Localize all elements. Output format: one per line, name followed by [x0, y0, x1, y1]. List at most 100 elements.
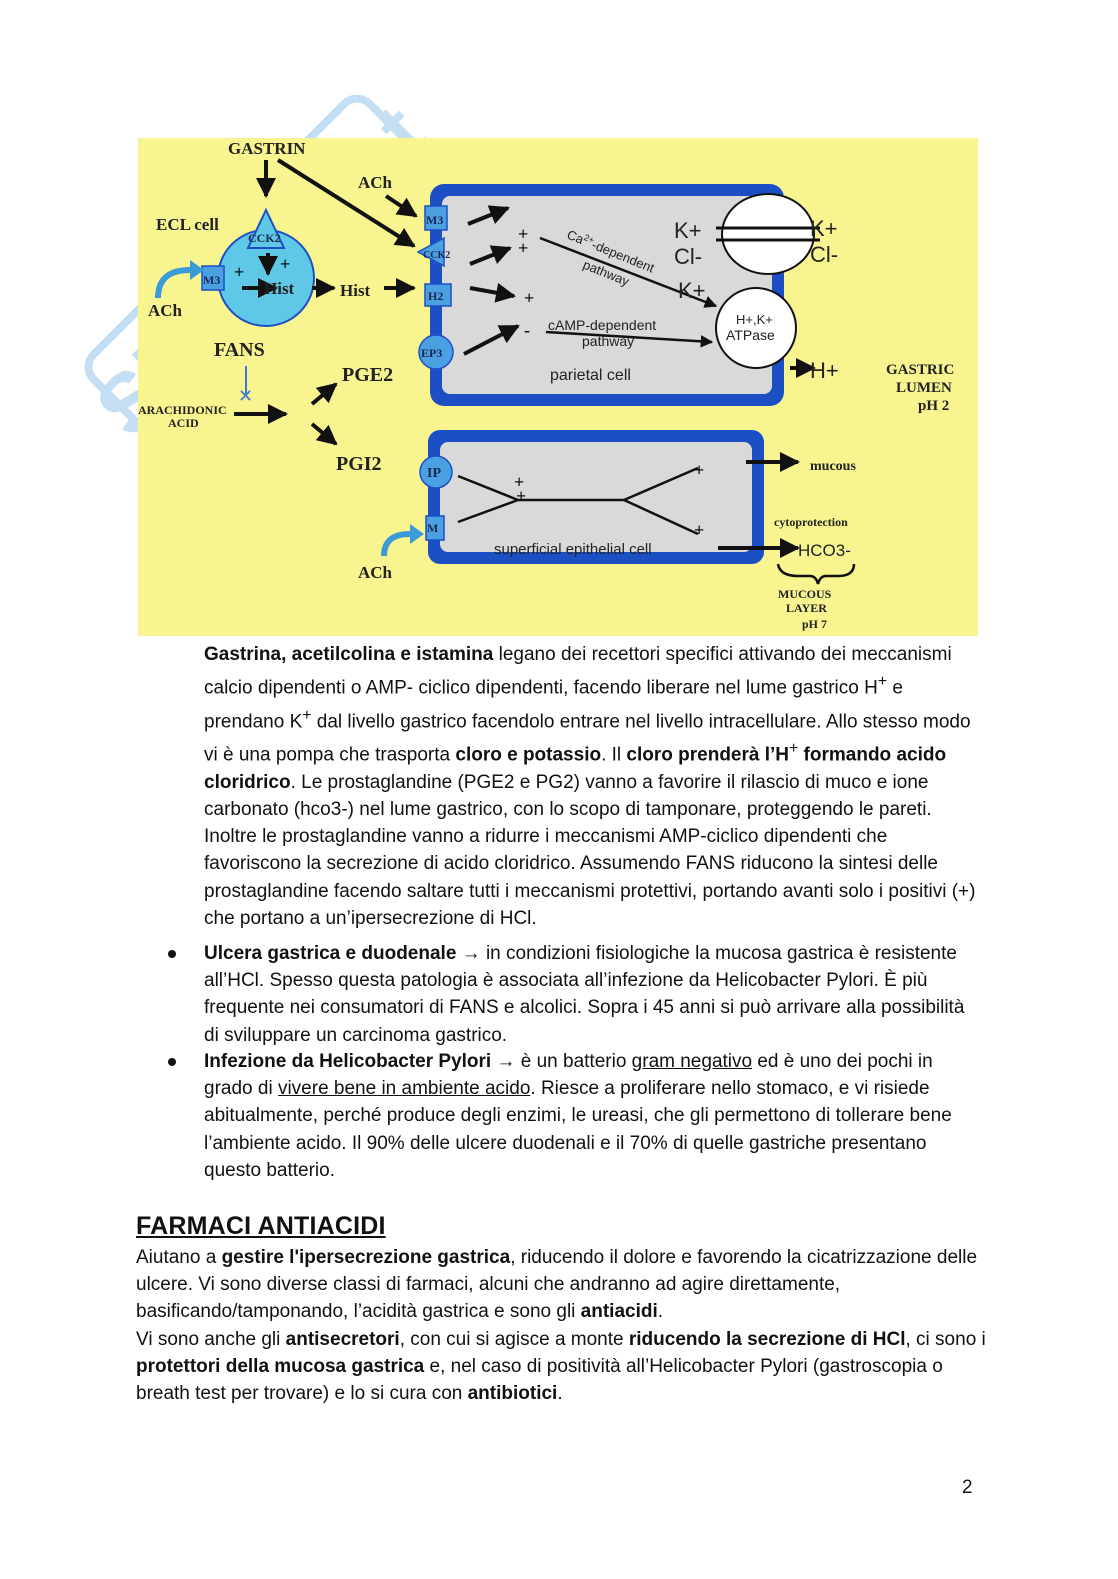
- cck2-receptor: [416, 236, 445, 268]
- label-ach-bottom: ACh: [358, 563, 393, 582]
- text-superscript: +: [789, 740, 799, 758]
- label-camp-pathway: cAMP-dependent: [548, 317, 656, 333]
- label-pge2: PGE2: [342, 364, 393, 386]
- text-bold: riducendo la secrezione di HCl: [628, 1328, 906, 1350]
- atpase-pump: [715, 287, 797, 369]
- text-run: .: [657, 1301, 664, 1323]
- text-bold: antiacidi: [580, 1301, 658, 1323]
- text-underlined: gram negativo: [631, 1051, 753, 1072]
- bullet-text-helicobacter: Infezione da Helicobacter Pylori → è un …: [204, 1048, 984, 1184]
- section-title: FARMACI ANTIACIDI: [136, 1212, 386, 1240]
- label-pgi2: PGI2: [336, 453, 382, 475]
- plus-sign: +: [524, 288, 534, 308]
- text-bold: antisecretori: [285, 1328, 400, 1350]
- label-ach-left: ACh: [148, 301, 183, 320]
- text-run: ed è uno dei pochi in grado di: [204, 1051, 933, 1100]
- label-fans: FANS: [214, 339, 265, 361]
- text-underlined: vivere bene in ambiente acido: [277, 1078, 531, 1100]
- text-bold: Gastrina, acetilcolina e istamina: [204, 644, 494, 665]
- k-cl-channel: [721, 193, 815, 275]
- text-run: → è un batterio: [491, 1051, 632, 1072]
- text-run: .: [557, 1383, 563, 1405]
- label-cytoprotection: cytoprotection: [774, 515, 848, 529]
- section-paragraph: Aiutano a gestire l'ipersecrezione gastr…: [136, 1244, 996, 1407]
- m3-receptor-ecl: [201, 265, 225, 291]
- plus-sign: +: [234, 262, 244, 282]
- text-run: . Le prostaglandine (PGE2 e PG2) vanno a…: [204, 771, 976, 929]
- label-hist-inner: Hist: [264, 279, 295, 298]
- label-m3-receptor: M3: [426, 213, 443, 227]
- plus-sign: +: [516, 486, 526, 506]
- text-bold: gestire l'ipersecrezione gastrica: [221, 1247, 511, 1268]
- label-ach-top: ACh: [358, 173, 393, 192]
- text-bold: Ulcera gastrica e duodenale: [204, 943, 457, 964]
- label-atpase-1: H+,K+: [736, 312, 773, 327]
- label-superficial-cell: superficial epithelial cell: [494, 541, 652, 558]
- label-hist-outer: Hist: [340, 281, 371, 300]
- paragraph-secretion-mechanism: Gastrina, acetilcolina e istamina legano…: [204, 641, 984, 932]
- text-run: , con cui si agisce a monte: [399, 1328, 629, 1350]
- label-arachidonic-1: ARACHIDONIC: [138, 403, 227, 417]
- m3-receptor: [424, 205, 448, 231]
- bullet-dot: [168, 950, 176, 958]
- gastric-secretion-diagram: ✕ GASTRIN ACh ECL cell ACh Hist FANS PGE…: [138, 138, 978, 636]
- ep3-receptor: [418, 334, 454, 370]
- label-mucous: mucous: [810, 459, 856, 474]
- plus-sign: +: [694, 460, 704, 480]
- label-m-receptor: M: [427, 521, 438, 535]
- h2-receptor: [424, 283, 452, 307]
- minus-sign: -: [524, 320, 530, 340]
- plus-sign: +: [518, 224, 528, 244]
- label-m3-ecl: M3: [203, 273, 220, 287]
- diagram-svg: ✕ GASTRIN ACh ECL cell ACh Hist FANS PGE…: [138, 138, 978, 636]
- svg-text:✕: ✕: [238, 386, 253, 406]
- text-run: , ci sono i: [905, 1328, 986, 1350]
- text-run: , riducendo il dolore e favorendo la cic…: [136, 1247, 978, 1323]
- text-bold: cloro prenderà l’H: [626, 744, 790, 766]
- text-superscript: +: [302, 706, 312, 724]
- text-run: . Il: [601, 744, 627, 766]
- text-run: → in condizioni fisiologiche la mucosa g…: [204, 943, 965, 1046]
- label-cck2-receptor: CCK2: [423, 250, 450, 261]
- label-mucous-layer-1: MUCOUS: [778, 587, 832, 601]
- text-bold: cloro e potassio: [455, 744, 602, 766]
- label-hco3: HCO3-: [798, 541, 851, 560]
- label-cl-minus-1: Cl-: [674, 244, 702, 269]
- text-superscript: +: [877, 673, 888, 691]
- text-bold: antibiotici: [467, 1383, 558, 1405]
- label-ip-receptor: IP: [427, 466, 441, 481]
- plus-sign: +: [518, 238, 528, 258]
- text-bold: Infezione da Helicobacter Pylori: [204, 1051, 492, 1072]
- plus-sign: +: [694, 520, 704, 540]
- page-number: 2: [962, 1477, 973, 1498]
- text-run: Vi sono anche gli: [136, 1328, 286, 1350]
- label-k-plus-1: K+: [674, 218, 702, 243]
- label-cl-minus-out: Cl-: [810, 242, 838, 267]
- label-gastric-lumen-1: GASTRIC: [886, 362, 954, 378]
- text-bold: protettori della mucosa gastrica: [136, 1355, 425, 1377]
- text-run: Aiutano a: [136, 1247, 222, 1268]
- label-k-plus-out: K+: [810, 216, 838, 241]
- label-ecl-cell: ECL cell: [156, 215, 219, 234]
- label-atpase-2: ATPase: [726, 327, 775, 343]
- text-run: e prendano K: [204, 677, 903, 733]
- plus-sign: +: [280, 254, 290, 274]
- label-parietal-cell: parietal cell: [550, 367, 631, 384]
- label-k-plus-2: K+: [678, 278, 706, 303]
- label-arachidonic-2: ACID: [168, 416, 199, 430]
- m-receptor: [425, 515, 445, 541]
- text-run: legano dei recettori specifici attivando…: [204, 644, 952, 699]
- text-run: e, nel caso di positività all’Helicobact…: [136, 1355, 943, 1405]
- cck2-receptor-ecl: [246, 207, 286, 249]
- label-h2-receptor: H2: [428, 289, 443, 303]
- label-cck2-ecl: CCK2: [248, 231, 281, 245]
- label-mucous-layer-2: LAYER: [786, 601, 827, 615]
- label-ep3-receptor: EP3: [421, 346, 442, 360]
- label-camp-pathway-2: pathway: [582, 333, 634, 349]
- text-run: dal livello gastrico facendolo entrare n…: [204, 711, 971, 766]
- label-mucous-layer-3: pH 7: [802, 617, 827, 631]
- label-h-plus: H+: [810, 358, 839, 383]
- plus-sign: +: [514, 472, 524, 492]
- text-bold: formando acido cloridrico: [204, 744, 947, 793]
